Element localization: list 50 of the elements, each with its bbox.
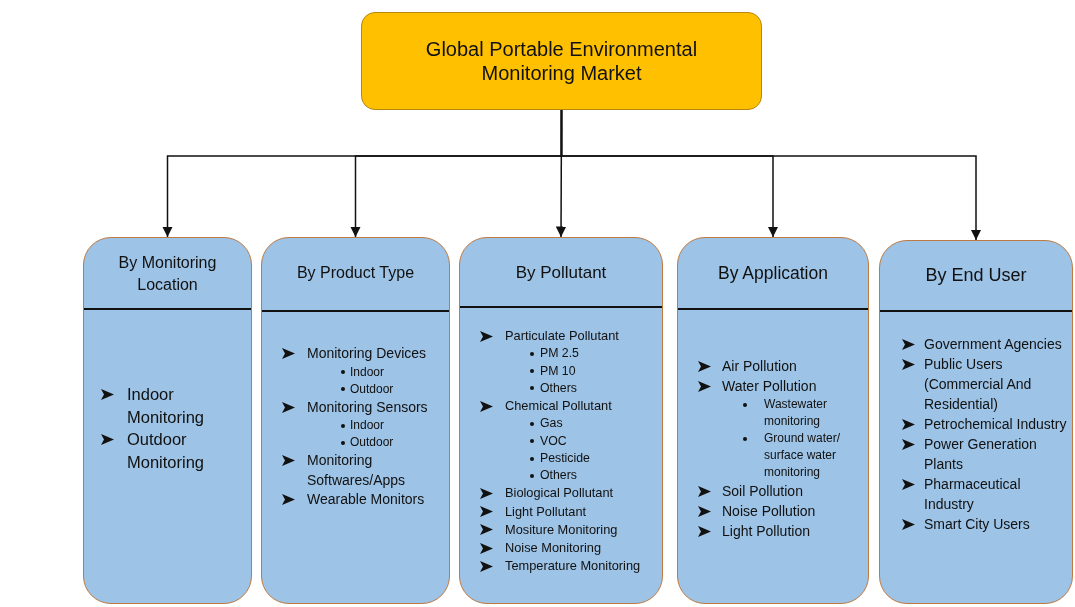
category-card [83, 237, 252, 604]
list-item: Air Pollution [722, 357, 798, 376]
list-item: Gas [540, 415, 564, 433]
list-item: Pesticide [540, 449, 591, 467]
list-item: Petrochemical Industry [924, 415, 1068, 434]
list-item: Pharmaceutical Industry [924, 475, 1022, 514]
card-heading: By Product Type [296, 263, 415, 283]
list-item: Indoor Monitoring [127, 384, 206, 428]
list-item: Smart City Users [924, 515, 1031, 534]
list-item: Water Pollution [722, 377, 818, 396]
list-item: Wearable Monitors [307, 490, 426, 509]
list-item: Outdoor Monitoring [127, 429, 206, 473]
list-item: PM 2.5 [540, 345, 580, 363]
list-item: Chemical Pollutant [505, 397, 613, 416]
list-item: Biological Pollutant [505, 484, 615, 503]
list-item: Monitoring Devices [307, 344, 428, 363]
category-card [879, 240, 1073, 604]
list-item: PM 10 [540, 362, 577, 380]
list-item: Monitoring Sensors [307, 397, 429, 417]
list-item: Soil Pollution [722, 482, 804, 501]
list-item: Light Pollutant [505, 502, 588, 521]
list-item: Mositure Monitoring [505, 520, 619, 539]
category-card [459, 237, 663, 604]
card-heading: By Application [718, 262, 828, 285]
category-card [677, 237, 869, 604]
card-heading: By Monitoring Location [117, 253, 218, 296]
list-item: Temperature Monitoring [505, 557, 642, 576]
list-item: Noise Monitoring [505, 539, 603, 558]
list-item: Outdoor [350, 380, 395, 398]
list-item: Indoor [350, 417, 386, 434]
list-item: VOC [540, 432, 568, 450]
list-item: Power Generation Plants [924, 435, 1038, 474]
list-item: Indoor [350, 363, 386, 381]
list-item: Particulate Pollutant [505, 327, 620, 345]
list-item: Wastewater monitoring [764, 396, 828, 430]
list-item: Outdoor [350, 434, 395, 451]
list-item: Monitoring Softwares/Apps [307, 451, 407, 490]
list-item: Light Pollution [722, 522, 811, 541]
list-item: Others [540, 467, 578, 485]
category-card [261, 237, 450, 604]
title-text: Global Portable Environmental Monitoring Market [424, 37, 699, 85]
list-item: Noise Pollution [722, 502, 817, 521]
list-item: Ground water/ surface water monitoring [764, 430, 842, 481]
title-box [361, 12, 762, 110]
connector-arrow [560, 109, 982, 241]
list-item: Government Agencies [924, 335, 1063, 354]
list-item: Public Users (Commercial And Residential) [924, 355, 1033, 414]
list-item: Others [540, 379, 578, 397]
card-heading: By End User [925, 264, 1027, 287]
card-heading: By Pollutant [515, 262, 607, 284]
